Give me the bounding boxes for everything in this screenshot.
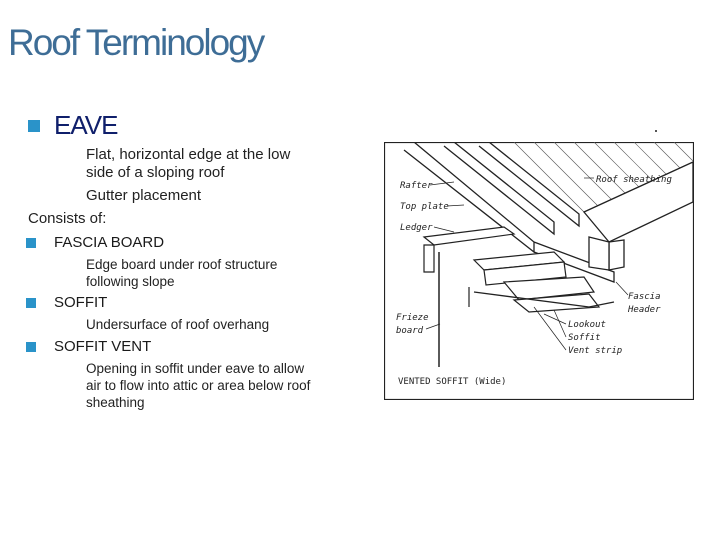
diagram-labels: Rafter Top plate Ledger Roof sheathing F… xyxy=(396,175,672,387)
soffit-board xyxy=(473,291,615,308)
eave-heading: EAVE xyxy=(54,110,118,140)
diagram-caption: VENTED SOFFIT (Wide) xyxy=(398,377,506,387)
fascia-heading: FASCIA BOARD xyxy=(54,234,165,251)
label-lookout: Lookout xyxy=(568,320,606,330)
vented-soffit-diagram: Rafter Top plate Ledger Roof sheathing F… xyxy=(384,142,694,400)
label-fascia: Fascia xyxy=(628,292,661,302)
soffit-vent-desc-line2: air to flow into attic or area below roo… xyxy=(86,378,311,393)
label-soffit: Soffit xyxy=(568,333,601,343)
rafters xyxy=(403,142,615,283)
soffit-vent-desc-line1: Opening in soffit under eave to allow xyxy=(86,361,305,376)
square-bullet-icon xyxy=(28,120,40,132)
stray-dot xyxy=(655,130,657,132)
fascia-desc-line2: following slope xyxy=(86,274,175,289)
eave-desc-line2: side of a sloping roof xyxy=(86,164,225,181)
label-frieze-board: board xyxy=(396,326,424,336)
soffit-vent-heading: SOFFIT VENT xyxy=(54,338,152,355)
square-bullet-icon xyxy=(26,298,36,308)
consists-of-label: Consists of: xyxy=(28,210,107,227)
soffit-vent-desc-line3: sheathing xyxy=(86,395,145,410)
label-frieze: Frieze xyxy=(396,313,429,323)
eave-desc-line3: Gutter placement xyxy=(86,187,202,204)
label-rafter: Rafter xyxy=(400,181,433,191)
label-roof-sheathing: Roof sheathing xyxy=(596,175,672,185)
label-ledger: Ledger xyxy=(400,223,433,233)
soffit-heading: SOFFIT xyxy=(54,294,108,311)
fascia-desc-line1: Edge board under roof structure xyxy=(86,257,278,272)
eave-desc-line1: Flat, horizontal edge at the low xyxy=(86,146,291,163)
fascia-header-boards xyxy=(582,160,694,271)
label-header: Header xyxy=(627,305,661,315)
square-bullet-icon xyxy=(26,238,36,248)
label-top-plate: Top plate xyxy=(400,202,449,212)
soffit-desc-line1: Undersurface of roof overhang xyxy=(86,317,270,332)
label-vent-strip: Vent strip xyxy=(568,346,622,356)
ledger-and-top-plate xyxy=(422,226,601,313)
slide-title: Roof Terminology xyxy=(8,22,265,63)
square-bullet-icon xyxy=(26,342,36,352)
